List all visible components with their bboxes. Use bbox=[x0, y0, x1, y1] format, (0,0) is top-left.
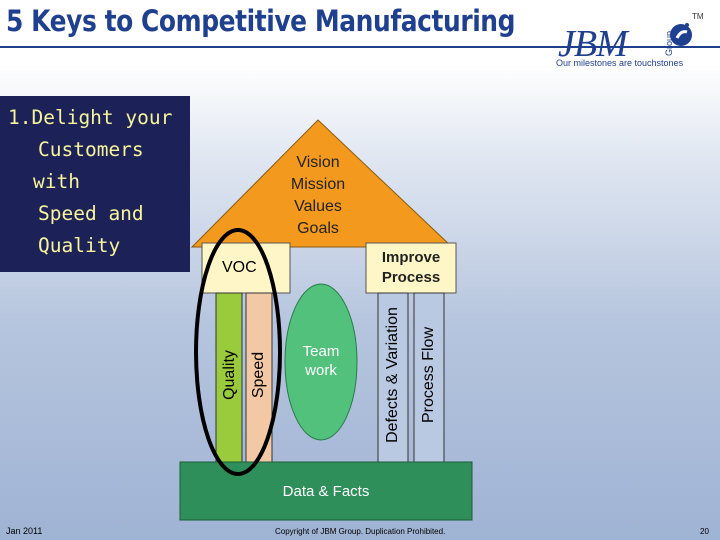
key-callout-box: 1.Delight your Customers with Speed and … bbox=[0, 96, 190, 272]
defects-pillar bbox=[377, 292, 409, 466]
team-line: work bbox=[305, 362, 337, 379]
roof-line: Mission bbox=[290, 176, 346, 193]
logo-swirl-icon bbox=[670, 23, 692, 46]
highlight-ring bbox=[194, 228, 282, 476]
speed-pillar bbox=[245, 292, 273, 466]
data-facts-label: Data & Facts bbox=[282, 483, 370, 500]
improve-process-label: Improve Process bbox=[366, 248, 456, 288]
roof-line: Vision bbox=[296, 154, 340, 171]
callout-line: Speed and bbox=[38, 202, 144, 225]
footer-page-number: 20 bbox=[700, 527, 709, 536]
roof-triangle bbox=[190, 119, 454, 248]
trademark-mark: TM bbox=[692, 12, 704, 21]
callout-line: 1.Delight your bbox=[8, 106, 173, 129]
voc-label: VOC bbox=[222, 259, 257, 276]
improve-line: Improve bbox=[381, 249, 441, 266]
quality-pillar bbox=[215, 292, 243, 466]
slide-title: 5 Keys to Competitive Manufacturing bbox=[6, 4, 516, 38]
team-line: Team bbox=[302, 343, 340, 360]
footer-date: Jan 2011 bbox=[6, 526, 43, 536]
improve-line: Process bbox=[381, 269, 441, 286]
roof-text: Vision Mission Values Goals bbox=[268, 152, 368, 240]
teamwork-ellipse bbox=[284, 283, 358, 441]
roof-line: Goals bbox=[297, 220, 339, 237]
quality-label: Quality bbox=[221, 350, 238, 400]
callout-line: Customers bbox=[38, 138, 144, 161]
improve-process-box bbox=[365, 242, 457, 294]
callout-line: with bbox=[33, 170, 80, 193]
speed-label: Speed bbox=[250, 351, 267, 399]
teamwork-label: Team work bbox=[291, 342, 351, 380]
title-divider bbox=[0, 46, 720, 48]
logo-tagline: Our milestones are touchstones bbox=[556, 58, 684, 68]
roof-line: Values bbox=[294, 198, 342, 215]
defects-variation-label: Defects & Variation bbox=[384, 307, 401, 443]
footer-copyright: Copyright of JBM Group. Duplication Proh… bbox=[275, 527, 446, 536]
jbm-logo: JBM bbox=[558, 23, 628, 65]
process-flow-label: Process Flow bbox=[420, 326, 437, 424]
callout-line: Quality bbox=[38, 234, 121, 257]
